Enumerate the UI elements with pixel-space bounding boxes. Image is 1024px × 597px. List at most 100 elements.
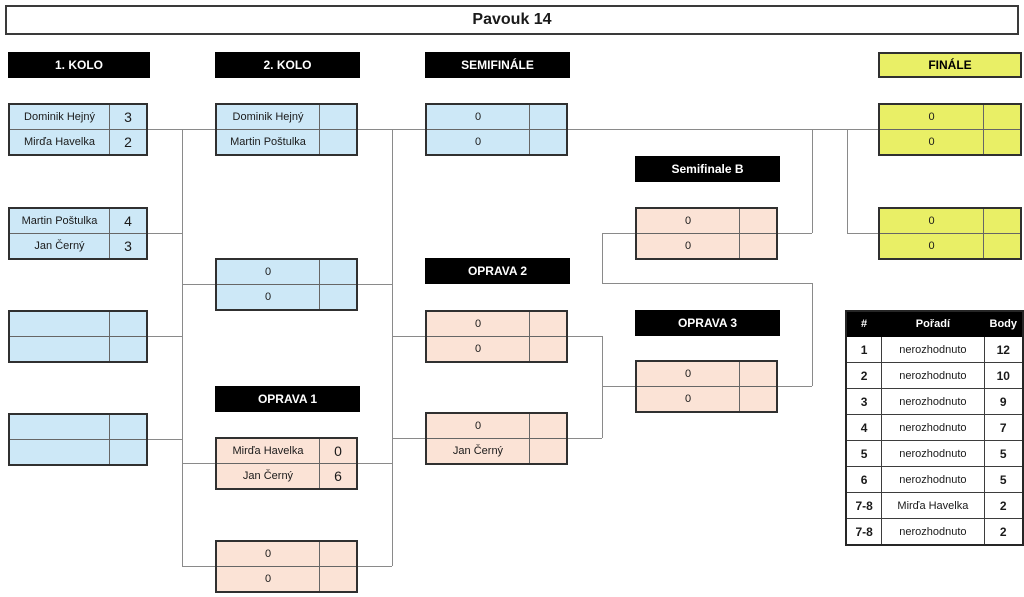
standings-player-cell[interactable]: nerozhodnuto [881,414,985,441]
score-cell[interactable] [984,130,1020,154]
player-name-cell[interactable]: Mirďa Havelka [10,130,110,154]
standings-rank-cell[interactable]: 1 [845,336,883,363]
player-name-cell[interactable]: 0 [427,130,530,154]
standings-player-cell[interactable]: nerozhodnuto [881,388,985,415]
score-cell[interactable] [984,105,1020,129]
player-name-cell[interactable]: 0 [637,362,740,386]
score-cell[interactable] [740,234,776,258]
standings-rank-cell[interactable]: 3 [845,388,883,415]
player-name-cell[interactable]: 0 [427,337,530,361]
final-header: FINÁLE [878,52,1022,78]
player-name-cell[interactable]: 0 [637,234,740,258]
connector-line [392,438,425,439]
score-cell[interactable] [984,234,1020,258]
score-cell[interactable] [530,414,566,438]
score-cell[interactable] [740,387,776,411]
score-cell[interactable] [320,285,356,309]
player-name-cell[interactable]: 0 [217,285,320,309]
player-name-cell[interactable] [10,312,110,336]
match-row: Jan Černý [427,439,566,463]
standings-points-cell[interactable]: 12 [983,336,1024,363]
standings-points-cell[interactable]: 5 [983,466,1024,493]
score-cell[interactable] [320,567,356,591]
score-cell[interactable]: 3 [124,109,132,125]
player-name-cell[interactable]: Dominik Hejný [217,105,320,129]
standings-points-cell[interactable]: 10 [983,362,1024,389]
score-cell[interactable] [984,209,1020,233]
player-name-cell[interactable] [10,337,110,361]
player-name-cell[interactable]: Mirďa Havelka [217,439,320,463]
score-cell[interactable] [530,105,566,129]
score-cell[interactable] [740,209,776,233]
player-name-cell[interactable]: 0 [880,130,984,154]
score-cell[interactable] [320,260,356,284]
standings-player-cell[interactable]: nerozhodnuto [881,518,985,546]
player-name-cell[interactable]: 0 [880,234,984,258]
standings-player-cell[interactable]: nerozhodnuto [881,440,985,467]
player-name-cell[interactable]: Jan Černý [217,464,320,488]
standings-points-cell[interactable]: 9 [983,388,1024,415]
score-cell[interactable] [530,312,566,336]
match-row: Jan Černý 3 [10,234,146,258]
standings-rank-cell[interactable]: 7-8 [845,518,883,546]
standings-player-cell[interactable]: nerozhodnuto [881,362,985,389]
player-name-cell[interactable]: 0 [427,105,530,129]
player-name-cell[interactable]: 0 [217,567,320,591]
score-cell[interactable] [110,312,146,336]
player-name-cell[interactable]: 0 [217,260,320,284]
standings-points-cell[interactable]: 2 [983,492,1024,519]
player-name-cell[interactable]: Jan Černý [10,234,110,258]
standings-points-cell[interactable]: 7 [983,414,1024,441]
connector-line [602,336,603,438]
score-cell[interactable]: 3 [124,238,132,254]
score-cell[interactable] [320,130,356,154]
standings-player-cell[interactable]: Mirďa Havelka [881,492,985,519]
player-name-cell[interactable]: Dominik Hejný [10,105,110,129]
score-cell[interactable] [110,415,146,439]
standings-player-cell[interactable]: nerozhodnuto [881,466,985,493]
score-cell[interactable] [110,337,146,361]
player-name-cell[interactable]: 0 [637,387,740,411]
standings-header-rank: # [845,310,883,337]
player-name-cell[interactable]: Jan Černý [427,439,530,463]
score-cell[interactable]: 2 [124,134,132,150]
match-round1-3 [8,310,148,363]
player-name-cell[interactable]: 0 [427,312,530,336]
player-name-cell[interactable]: 0 [880,105,984,129]
player-name-cell[interactable]: Martin Poštulka [217,130,320,154]
score-cell[interactable]: 4 [124,213,132,229]
player-name-cell[interactable]: 0 [427,414,530,438]
player-name-cell[interactable] [10,440,110,464]
score-cell[interactable] [740,362,776,386]
standings-points-cell[interactable]: 5 [983,440,1024,467]
player-name-cell[interactable]: 0 [217,542,320,566]
score-cell[interactable] [530,130,566,154]
player-name-cell[interactable]: 0 [880,209,984,233]
connector-line [148,439,182,440]
score-cell[interactable]: 6 [334,468,342,484]
match-row: 0 [880,209,1020,234]
player-name-cell[interactable]: 0 [637,209,740,233]
standings-rank-cell[interactable]: 2 [845,362,883,389]
score-cell[interactable] [320,105,356,129]
match-row: 0 [637,209,776,234]
score-cell[interactable]: 0 [334,443,342,459]
score-cell[interactable] [530,439,566,463]
player-name-cell[interactable]: Martin Poštulka [10,209,110,233]
standings-player-cell[interactable]: nerozhodnuto [881,336,985,363]
standings-rank-cell[interactable]: 5 [845,440,883,467]
standings-rank-cell[interactable]: 6 [845,466,883,493]
standings-rank-cell[interactable]: 4 [845,414,883,441]
standings-points-cell[interactable]: 2 [983,518,1024,546]
score-cell[interactable] [320,542,356,566]
standings-rank-cell[interactable]: 7-8 [845,492,883,519]
score-cell[interactable] [110,440,146,464]
score-cell[interactable] [530,337,566,361]
match-row: 0 [880,234,1020,258]
player-name-cell[interactable] [10,415,110,439]
